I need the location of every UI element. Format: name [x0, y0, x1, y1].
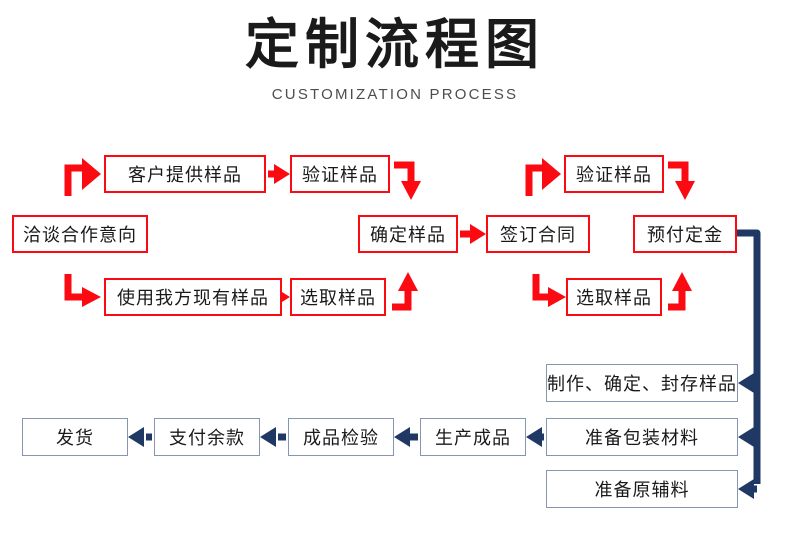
arrow-contract-to-select2-icon: [532, 274, 566, 307]
node-prepare-raw-materials[interactable]: 准备原辅料: [546, 470, 738, 508]
node-produce-finished-goods[interactable]: 生产成品: [420, 418, 526, 456]
arrow-produce-to-inspect-icon: [394, 427, 418, 447]
node-confirm-sample[interactable]: 确定样品: [358, 215, 458, 253]
node-negotiate-cooperation[interactable]: 洽谈合作意向: [12, 215, 148, 253]
node-ship-goods[interactable]: 发货: [22, 418, 128, 456]
arrow-contract-to-verify2-icon: [525, 158, 561, 196]
arrow-verify-to-confirm-sample-icon: [394, 161, 421, 200]
page-subtitle: CUSTOMIZATION PROCESS: [271, 86, 519, 103]
arrow-negotiate-to-existing-sample-icon: [64, 274, 101, 307]
node-use-existing-sample[interactable]: 使用我方现有样品: [104, 278, 282, 316]
arrow-payment-to-ship-icon: [128, 427, 152, 447]
arrow-verify2-to-deposit-icon: [668, 161, 695, 200]
arrow-inspect-to-payment-icon: [260, 427, 286, 447]
node-prepay-deposit[interactable]: 预付定金: [633, 215, 737, 253]
arrow-deposit-bus-icon: [737, 229, 761, 484]
node-verify-sample-2[interactable]: 验证样品: [564, 155, 664, 193]
arrow-bus-to-raw-material-icon: [738, 479, 757, 499]
arrow-select2-to-deposit-icon: [668, 272, 692, 311]
node-prepare-packaging[interactable]: 准备包装材料: [546, 418, 738, 456]
node-select-sample-1[interactable]: 选取样品: [290, 278, 386, 316]
node-sign-contract[interactable]: 签订合同: [486, 215, 590, 253]
node-make-confirm-seal-sample[interactable]: 制作、确定、封存样品: [546, 364, 738, 402]
node-pay-balance[interactable]: 支付余款: [154, 418, 260, 456]
arrow-select-sample-to-confirm-icon: [392, 272, 418, 311]
arrow-packaging-to-produce-icon: [526, 427, 544, 447]
page-title: 定制流程图: [245, 15, 545, 75]
arrow-bus-to-make-sample-icon: [738, 373, 757, 393]
arrow-confirm-sample-to-contract-icon: [460, 224, 486, 244]
arrow-bus-to-packaging-icon: [738, 427, 757, 447]
arrow-customer-sample-to-verify-icon: [268, 164, 290, 184]
node-finished-goods-inspection[interactable]: 成品检验: [288, 418, 394, 456]
node-select-sample-2[interactable]: 选取样品: [566, 278, 662, 316]
arrow-negotiate-to-customer-sample-icon: [64, 158, 101, 196]
node-verify-sample-1[interactable]: 验证样品: [290, 155, 390, 193]
node-customer-provides-sample[interactable]: 客户提供样品: [104, 155, 266, 193]
